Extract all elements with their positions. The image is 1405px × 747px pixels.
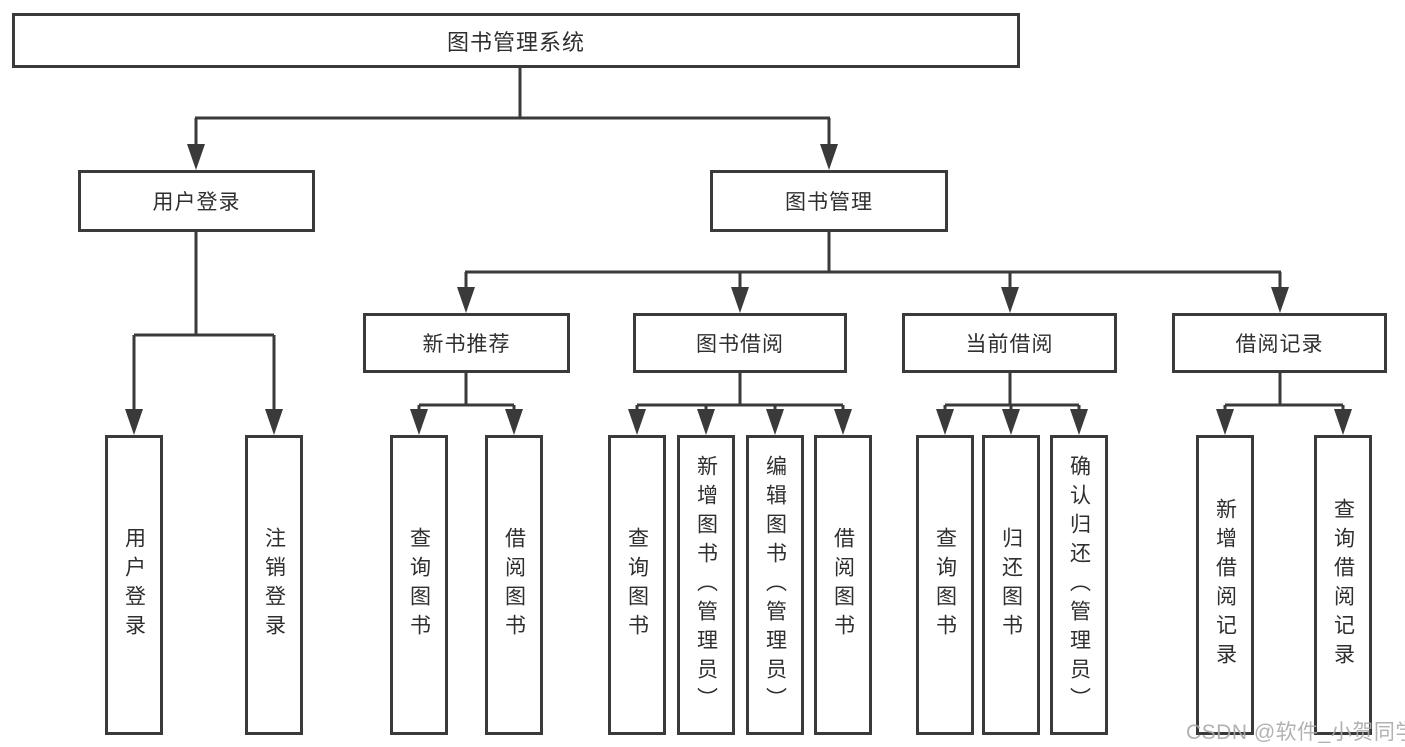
arrowhead [1070,409,1088,435]
node-borrow-records: 借阅记录 [1172,313,1387,373]
leaf-borrow-query: 查询图书 [608,435,666,735]
arrowhead [187,144,205,170]
leaf-records-add: 新增借阅记录 [1196,435,1254,735]
node-user-login-label: 用户登录 [152,191,241,214]
arrowhead [457,287,475,313]
arrowhead [1271,287,1289,313]
arrowhead [834,409,852,435]
leaf-current-confirm-label: 确认归还（管理员） [1067,454,1091,716]
leaf-borrow-add: 新增图书（管理员） [677,435,735,735]
leaf-borrow-borrow-label: 借阅图书 [831,527,855,643]
arrowhead [410,409,428,435]
leaf-borrow-edit-label: 编辑图书（管理员） [763,454,787,716]
arrowhead [1001,287,1019,313]
leaf-current-query-label: 查询图书 [933,527,957,643]
node-book-borrow-label: 图书借阅 [696,333,784,356]
arrowhead [731,287,749,313]
arrowhead [628,409,646,435]
leaf-borrow-query-label: 查询图书 [625,527,649,643]
leaf-records-add-label: 新增借阅记录 [1213,498,1237,672]
node-new-books-label: 新书推荐 [422,333,511,356]
arrowhead [1334,409,1352,435]
arrowhead [697,409,715,435]
node-root: 图书管理系统 [12,13,1020,68]
leaf-current-return: 归还图书 [982,435,1040,735]
node-borrow-records-label: 借阅记录 [1235,333,1324,356]
leaf-user-login-label: 用户登录 [122,527,146,643]
leaf-borrow-edit: 编辑图书（管理员） [746,435,804,735]
leaf-newbooks-borrow: 借阅图书 [485,435,543,735]
leaf-logout-label: 注销登录 [262,527,286,643]
leaf-newbooks-query-label: 查询图书 [407,527,431,643]
node-book-management: 图书管理 [710,170,948,232]
leaf-user-login: 用户登录 [105,435,163,735]
arrowhead [936,409,954,435]
leaf-current-query: 查询图书 [916,435,974,735]
node-current-borrow-label: 当前借阅 [965,333,1054,356]
arrowhead [1216,409,1234,435]
leaf-borrow-borrow: 借阅图书 [814,435,872,735]
leaf-newbooks-borrow-label: 借阅图书 [502,527,526,643]
arrowhead [125,409,143,435]
arrowheads [125,144,1352,435]
arrowhead [820,144,838,170]
node-root-label: 图书管理系统 [446,29,585,55]
leaf-borrow-add-label: 新增图书（管理员） [694,454,718,716]
leaf-current-confirm: 确认归还（管理员） [1050,435,1108,735]
leaf-logout: 注销登录 [245,435,303,735]
arrowhead [766,409,784,435]
arrowhead [505,409,523,435]
node-book-borrow: 图书借阅 [633,313,847,373]
node-new-books: 新书推荐 [363,313,570,373]
csdn-watermark: CSDN @软件_小贺同学 [1186,721,1405,744]
node-book-management-label: 图书管理 [785,191,873,214]
leaf-newbooks-query: 查询图书 [390,435,448,735]
leaf-records-query: 查询借阅记录 [1314,435,1372,735]
arrowhead [1002,409,1020,435]
connector-lines [132,68,1345,412]
node-user-login: 用户登录 [78,170,315,232]
arrowhead [265,409,283,435]
leaf-current-return-label: 归还图书 [999,527,1023,643]
leaf-records-query-label: 查询借阅记录 [1331,498,1355,672]
node-current-borrow: 当前借阅 [902,313,1117,373]
